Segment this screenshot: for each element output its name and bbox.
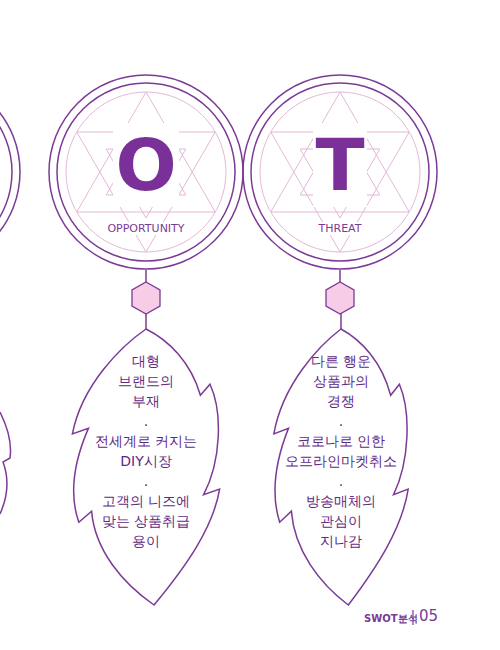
swot-letter: T <box>313 123 366 207</box>
hexagon-bead <box>132 282 160 314</box>
outer-ring <box>243 75 437 269</box>
feather-text: 방송매체의 관심이 지나감 <box>303 491 379 551</box>
footer-title: SWOT분석 <box>364 612 418 626</box>
feather-text: 전세계로 커지는 DIY시장 <box>94 431 198 471</box>
swot-word: THREAT <box>317 222 364 235</box>
partial-circle <box>0 83 12 261</box>
hexagon-bead <box>326 282 354 314</box>
feather-text: . <box>326 411 356 431</box>
partial-feather <box>0 412 11 514</box>
feather-text: . <box>326 471 356 491</box>
feather-box: 다른 행운 상품과의 경쟁.코로나로 인한 오프라인마켓취소.방송매체의 관심이… <box>268 329 414 605</box>
feather-text: 대형 브랜드의 부재 <box>113 351 179 411</box>
pattern-ring <box>260 92 420 252</box>
dreamcatcher-circle: T THREAT <box>242 74 438 270</box>
page-number: 05 <box>419 607 438 625</box>
feather-box: 대형 브랜드의 부재.전세계로 커지는 DIY시장.고객의 니즈에 맞는 상품취… <box>66 329 226 605</box>
swot-word: OPPORTUNITY <box>105 222 186 235</box>
swot-letter: O <box>113 123 178 207</box>
feather-text: 코로나로 인한 오프라인마켓취소 <box>282 431 400 471</box>
feather-shape <box>274 329 408 605</box>
feather-text: 다른 행운 상품과의 경쟁 <box>305 351 377 411</box>
inner-ring <box>57 83 235 261</box>
inner-ring <box>251 83 429 261</box>
partial-circle <box>0 75 20 269</box>
outer-ring <box>49 75 243 269</box>
feather-text: . <box>131 411 161 431</box>
pattern-ring <box>66 92 226 252</box>
feather-text: . <box>131 471 161 491</box>
feather-text: 고객의 니즈에 맞는 상품취급 용이 <box>99 491 193 551</box>
dreamcatcher-circle: O OPPORTUNITY <box>48 74 244 270</box>
feather-shape <box>72 329 219 605</box>
star-triangle <box>77 92 216 212</box>
star-triangle <box>271 92 410 212</box>
